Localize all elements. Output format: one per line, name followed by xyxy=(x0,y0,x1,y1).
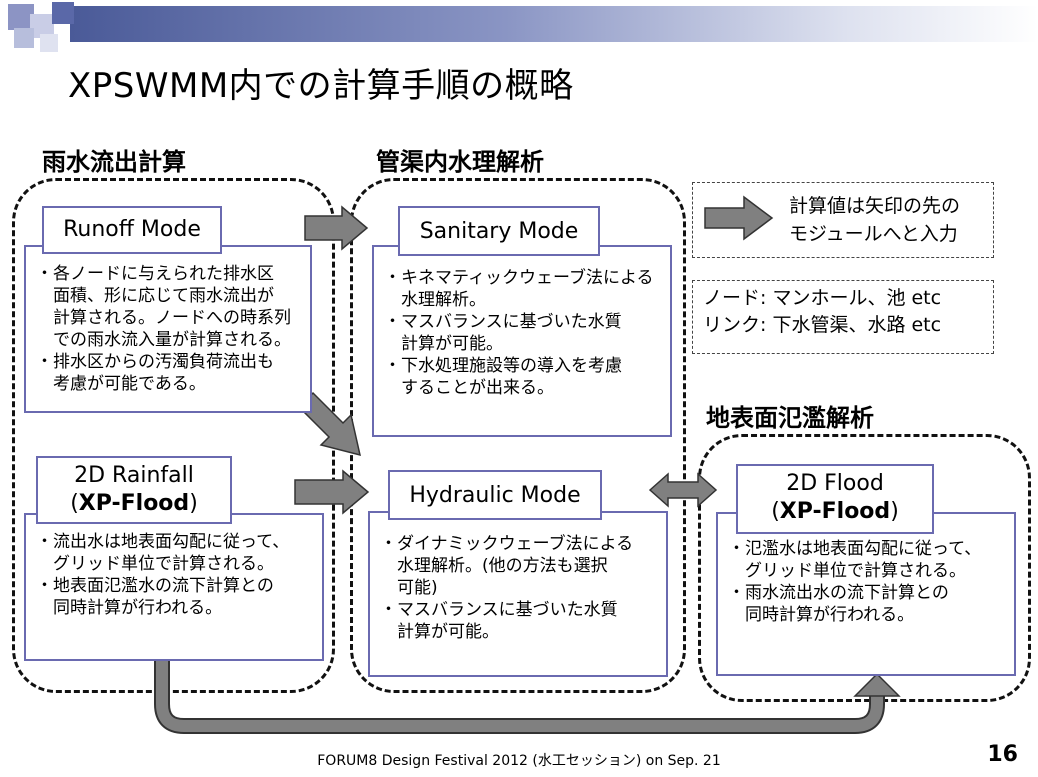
legend-arrow-note: 計算値は矢印の先の モジュールへと入力 xyxy=(692,182,994,258)
page-number: 16 xyxy=(987,742,1018,767)
runoff-desc-line: 計算される。ノードへの時系列 xyxy=(36,308,291,328)
flood2d-desc-line: ・氾濫水は地表面勾配に従って、 xyxy=(728,539,982,559)
legend-arrow-text-line2: モジュールへと入力 xyxy=(789,223,958,245)
sanitary-mode-label: Sanitary Mode xyxy=(419,219,579,244)
group-outline-surface-flooding xyxy=(698,434,1031,702)
sanitary-desc-line: ・下水処理施設等の導入を考慮 xyxy=(384,356,622,376)
footer-text: FORUM8 Design Festival 2012 (水工セッション) on… xyxy=(317,753,721,769)
flood2d-desc-line: ・雨水流出水の流下計算との xyxy=(728,583,949,603)
rainfall2d-desc-line: グリッド単位で計算される。 xyxy=(36,554,274,574)
legend-link-text: リンク: 下水管渠、水路 etc xyxy=(703,314,942,336)
runoff-desc-line: での雨水流入量が計算される。 xyxy=(36,330,291,350)
rainfall2d-desc-line: 同時計算が行われる。 xyxy=(36,598,223,618)
paren-close: ) xyxy=(189,491,198,516)
sanitary-desc-line: することが出来る。 xyxy=(384,378,554,398)
arrow-runoff-to-hydraulic xyxy=(297,391,362,457)
sanitary-desc-line: 水理解析。 xyxy=(384,290,486,310)
arrow-rainfall-to-hydraulic xyxy=(294,469,370,515)
runoff-desc-line: ・各ノードに与えられた排水区 xyxy=(36,264,274,284)
rainfall2d-description: ・流出水は地表面勾配に従って、 グリッド単位で計算される。 ・地表面氾濫水の流下… xyxy=(24,513,324,661)
hydraulic-desc-line: ・ダイナミックウェーブ法による xyxy=(380,534,634,554)
hydraulic-mode-label: Hydraulic Mode xyxy=(409,483,581,508)
paren-open: ( xyxy=(70,491,79,516)
flood2d-description: ・氾濫水は地表面勾配に従って、 グリッド単位で計算される。 ・雨水流出水の流下計… xyxy=(716,512,1016,676)
rainfall2d-desc-line: ・流出水は地表面勾配に従って、 xyxy=(36,532,290,552)
hydraulic-desc-line: 可能) xyxy=(380,578,438,598)
xp-flood-label: XP-Flood xyxy=(78,491,190,516)
legend-node-link-note: ノード: マンホール、池 etc リンク: 下水管渠、水路 etc xyxy=(692,280,994,354)
sanitary-mode-box: Sanitary Mode xyxy=(398,206,600,256)
rainfall2d-mode-box: 2D Rainfall (XP-Flood) xyxy=(36,456,232,524)
legend-node-text: ノード: マンホール、池 etc xyxy=(703,287,942,309)
section-heading-pipe-hydraulics: 管渠内水理解析 xyxy=(376,148,544,176)
hydraulic-description: ・ダイナミックウェーブ法による 水理解析。(他の方法も選択 可能) ・マスバラン… xyxy=(368,511,668,677)
runoff-mode-box: Runoff Mode xyxy=(42,206,222,254)
hydraulic-desc-line: ・マスバランスに基づいた水質 xyxy=(380,600,618,620)
flood2d-mode-label: 2D Flood xyxy=(786,471,884,496)
paren-open: ( xyxy=(771,499,780,524)
runoff-desc-line: 考慮が可能である。 xyxy=(36,374,206,394)
flood2d-mode-box: 2D Flood (XP-Flood) xyxy=(736,464,934,534)
runoff-desc-line: ・排水区からの汚濁負荷流出も xyxy=(36,352,274,372)
sanitary-desc-line: 計算が可能。 xyxy=(384,334,503,354)
runoff-mode-label: Runoff Mode xyxy=(63,217,201,242)
section-heading-rainfall-runoff: 雨水流出計算 xyxy=(42,148,186,176)
rainfall2d-desc-line: ・地表面氾濫水の流下計算との xyxy=(36,576,274,596)
sanitary-description: ・キネマティックウェーブ法による 水理解析。 ・マスバランスに基づいた水質 計算… xyxy=(372,245,672,437)
sanitary-desc-line: ・キネマティックウェーブ法による xyxy=(384,268,654,288)
rainfall2d-mode-label: 2D Rainfall xyxy=(74,463,194,488)
page-title: XPSWMM内での計算手順の概略 xyxy=(68,66,574,106)
hydraulic-desc-line: 水理解析。(他の方法も選択 xyxy=(380,556,608,576)
arrow-legend-icon xyxy=(704,195,774,241)
section-heading-surface-flooding: 地表面氾濫解析 xyxy=(706,404,874,432)
hydraulic-desc-line: 計算が可能。 xyxy=(380,622,499,642)
arrow-runoff-to-sanitary xyxy=(304,205,369,251)
paren-close: ) xyxy=(890,499,899,524)
arrow-hydraulic-flood-bidirectional xyxy=(648,472,718,508)
runoff-description: ・各ノードに与えられた排水区 面積、形に応じて雨水流出が 計算される。ノードへの… xyxy=(24,245,312,413)
flood2d-desc-line: グリッド単位で計算される。 xyxy=(728,561,966,581)
xp-flood-label: XP-Flood xyxy=(779,499,891,524)
hydraulic-mode-box: Hydraulic Mode xyxy=(388,470,602,520)
header-bar xyxy=(70,6,1038,42)
sanitary-desc-line: ・マスバランスに基づいた水質 xyxy=(384,312,622,332)
flood2d-desc-line: 同時計算が行われる。 xyxy=(728,605,915,625)
runoff-desc-line: 面積、形に応じて雨水流出が xyxy=(36,286,274,306)
flow-return-arrowhead xyxy=(853,672,901,697)
legend-arrow-text-line1: 計算値は矢印の先の xyxy=(789,195,961,217)
